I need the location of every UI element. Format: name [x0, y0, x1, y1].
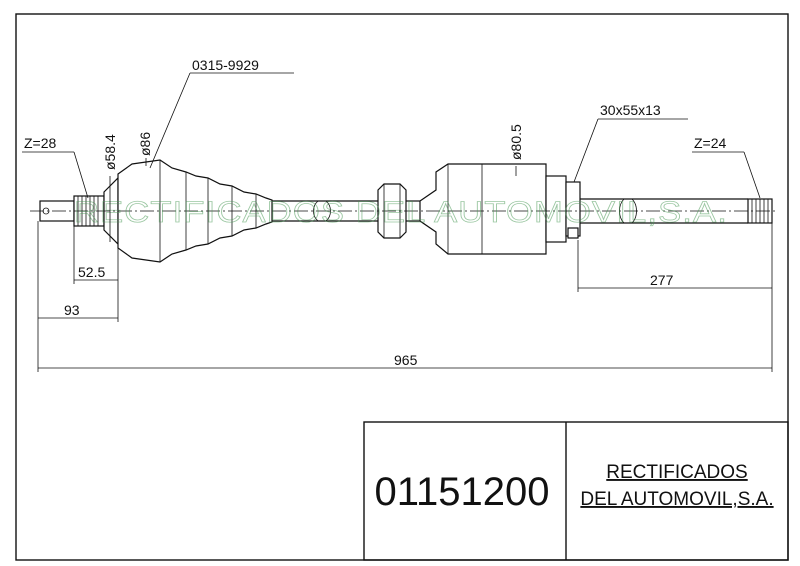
watermark: RECTIFICADOS DEL AUTOMOVIL,S.A. [74, 196, 728, 229]
dimension-lines [22, 72, 773, 372]
length-52-label: 52.5 [78, 264, 105, 280]
diameter-86-label: ø86 [137, 132, 153, 156]
spline-count-right: Z=24 [694, 135, 727, 151]
part-code-label: 0315-9929 [192, 57, 259, 73]
bearing-size-label: 30x55x13 [600, 102, 661, 118]
title-block: 01151200 RECTIFICADOS DEL AUTOMOVIL,S.A. [363, 421, 789, 561]
spline-count-left: Z=28 [24, 135, 57, 151]
company-name-line1: RECTIFICADOS [606, 462, 747, 483]
part-number: 01151200 [375, 470, 550, 514]
diameter-58-label: ø58.4 [102, 134, 118, 170]
diameter-80-label: ø80.5 [508, 124, 524, 160]
length-93-label: 93 [64, 302, 80, 318]
company-name-line2: DEL AUTOMOVIL,S.A. [580, 489, 773, 510]
length-277-label: 277 [650, 272, 674, 288]
drive-shaft [30, 159, 778, 263]
length-total-label: 965 [394, 352, 418, 368]
